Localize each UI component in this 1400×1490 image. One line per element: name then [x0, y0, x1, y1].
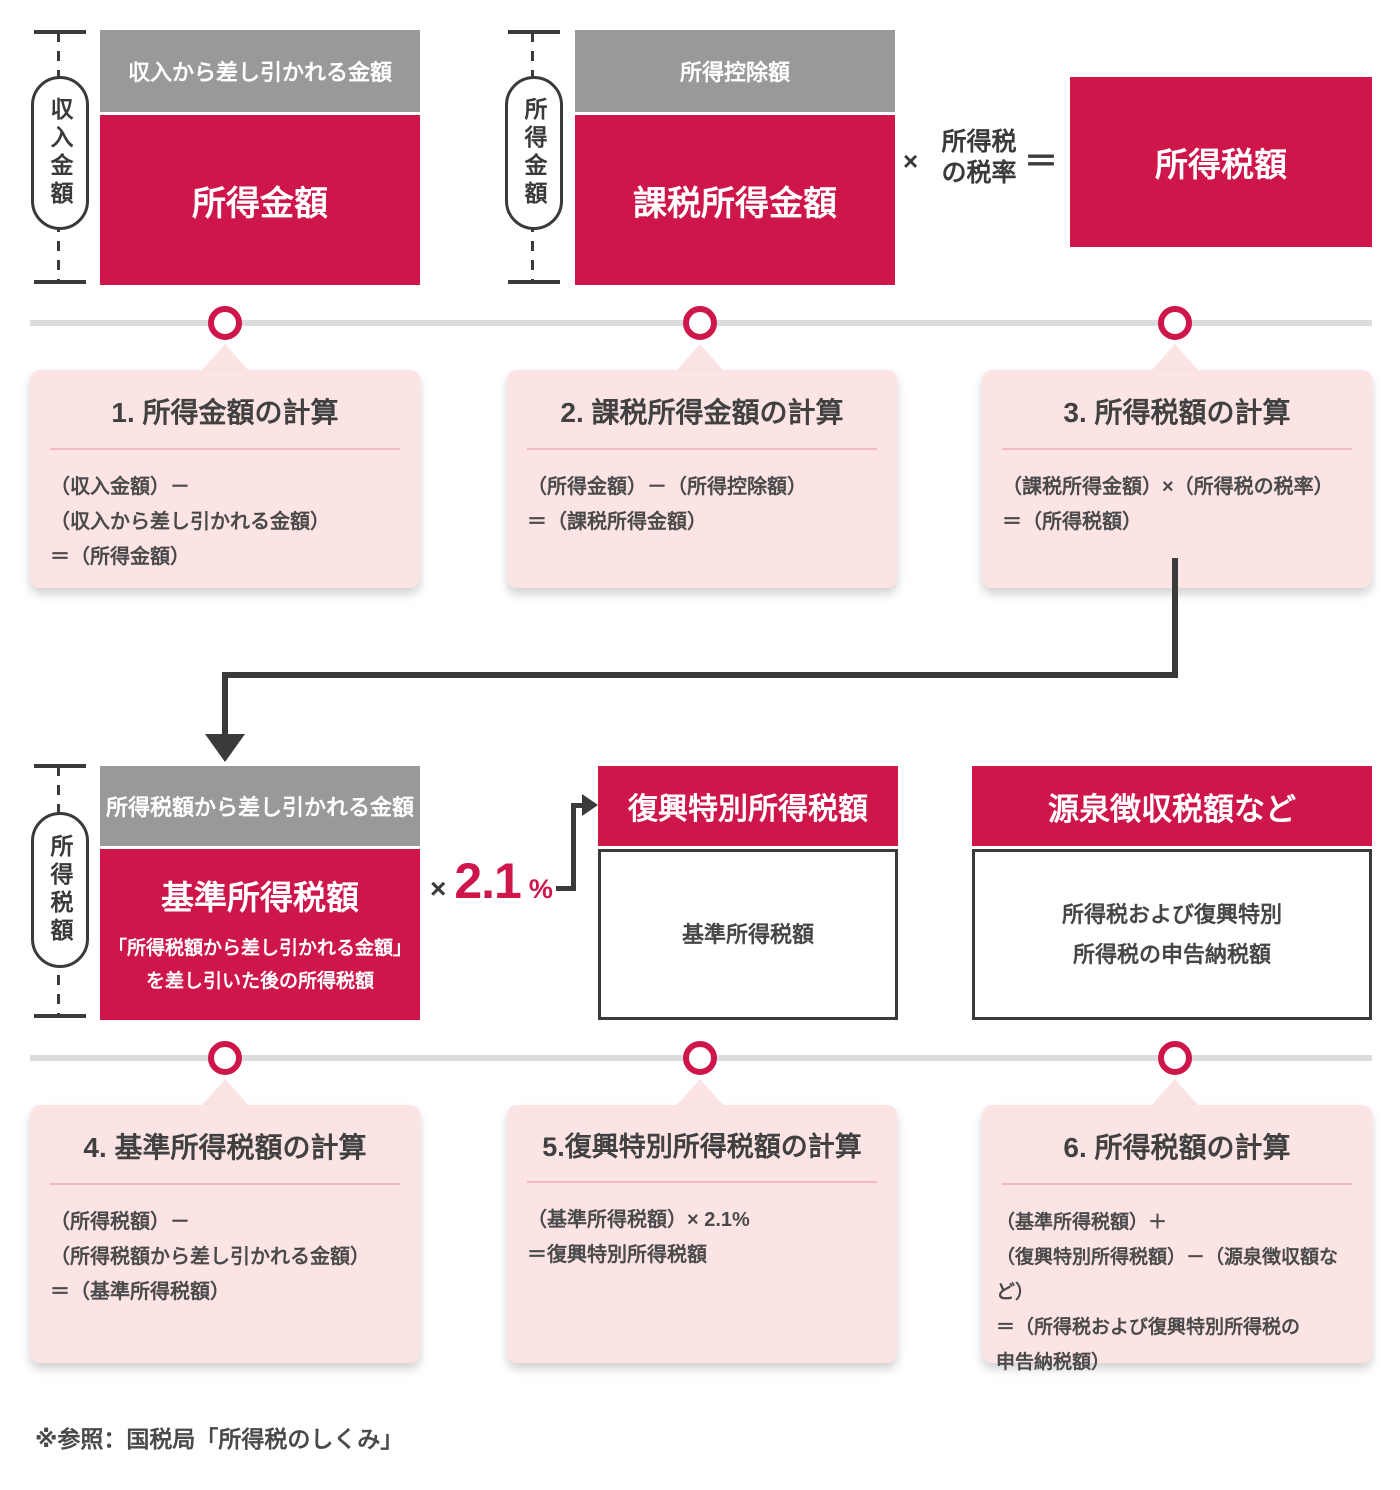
timeline-node-5 [683, 1041, 717, 1075]
bracket-tick [34, 30, 86, 34]
base-income-tax-note: 「所得税額から差し引かれる金額」 [107, 938, 412, 960]
step-3-formula: （課税所得金額）×（所得税の税率） ＝（所得税額） [982, 470, 1372, 540]
right-arrow-icon [582, 794, 598, 816]
step-6-formula: （基準所得税額）＋ （復興特別所得税額）－（源泉徴収額など） ＝（所得税および復… [982, 1205, 1372, 1380]
formula-line: （所得金額）－（所得控除額） [527, 475, 807, 498]
timeline-node-1 [208, 306, 242, 340]
connector-arrow-segment [571, 803, 576, 891]
formula-line: （復興特別所得税額）－（源泉徴収額など） [996, 1246, 1339, 1303]
timeline-node-6 [1158, 1041, 1192, 1075]
deduction-from-tax-header: 所得税額から差し引かれる金額 [100, 766, 420, 846]
card-pointer [677, 1079, 723, 1105]
connector-arrow-segment [222, 672, 228, 736]
tax-rate-line1: 所得税 [941, 128, 1017, 156]
base-income-tax-note: を差し引いた後の所得税額 [145, 970, 374, 992]
income-tax-bracket-pill: 所得税額 [31, 812, 89, 968]
step-2-formula: （所得金額）－（所得控除額） ＝（課税所得金額） [507, 470, 897, 540]
card-pointer [202, 1079, 248, 1105]
step-6-title: 6. 所得税額の計算 [1063, 1132, 1291, 1163]
bracket-label: 所得税額 [47, 834, 73, 946]
card-divider [1002, 1182, 1352, 1185]
bracket-tick [508, 280, 560, 284]
bracket-tick [508, 30, 560, 34]
tax-rate-line2: の税率 [941, 158, 1017, 187]
step-5-formula: （基準所得税額）× 2.1% ＝復興特別所得税額 [507, 1203, 897, 1273]
step-5-title: 5.復興特別所得税額の計算 [542, 1132, 862, 1162]
card-pointer [677, 344, 723, 370]
base-income-tax-title: 基準所得税額 [161, 879, 359, 917]
source-footnote: ※参照：国税局「所得税のしくみ」 [35, 1426, 404, 1452]
withholding-tax-body: 所得税および復興特別 所得税の申告納税額 [972, 849, 1372, 1020]
connector-arrow-segment [556, 886, 576, 891]
special-reconstruction-tax-body: 基準所得税額 [598, 849, 898, 1020]
formula-line: （収入金額）－ [50, 475, 190, 498]
formula-line: （収入から差し引かれる金額） [50, 510, 330, 533]
income-bracket-pill: 所得金額 [505, 76, 563, 230]
formula-line: ＝（課税所得金額） [527, 510, 707, 533]
formula-line: 申告納税額） [996, 1351, 1111, 1373]
formula-line: ＝（基準所得税額） [50, 1280, 230, 1303]
deduction-from-income-header: 収入から差し引かれる金額 [100, 30, 420, 112]
step-1-card: 1. 所得金額の計算 （収入金額）－ （収入から差し引かれる金額） ＝（所得金額… [30, 370, 420, 588]
card-divider [527, 447, 877, 450]
formula-line: ＝（所得税額） [1002, 510, 1142, 533]
withholding-line: 所得税の申告納税額 [1072, 941, 1271, 967]
card-pointer [1152, 1079, 1198, 1105]
step-6-card: 6. 所得税額の計算 （基準所得税額）＋ （復興特別所得税額）－（源泉徴収額など… [982, 1105, 1372, 1373]
card-pointer [1152, 344, 1198, 370]
formula-line: （基準所得税額）× 2.1% [527, 1209, 750, 1232]
base-income-tax-box: 基準所得税額 「所得税額から差し引かれる金額」 を差し引いた後の所得税額 [100, 849, 420, 1020]
step-4-card: 4. 基準所得税額の計算 （所得税額）－ （所得税額から差し引かれる金額） ＝（… [30, 1105, 420, 1363]
connector-arrow-segment [571, 803, 585, 808]
down-arrow-icon [205, 734, 245, 762]
formula-line: ＝復興特別所得税額 [527, 1244, 707, 1267]
income-tax-amount-box: 所得税額 [1070, 77, 1372, 247]
card-divider [1002, 447, 1352, 450]
step-4-title: 4. 基準所得税額の計算 [83, 1132, 367, 1163]
step-1-formula: （収入金額）－ （収入から差し引かれる金額） ＝（所得金額） [30, 470, 420, 575]
rate-value: 2.1 [454, 853, 522, 909]
formula-line: （所得税額から差し引かれる金額） [50, 1245, 370, 1268]
withholding-tax-text: 所得税および復興特別 所得税の申告納税額 [1062, 895, 1282, 974]
bracket-tick [34, 280, 86, 284]
multiply-sign: × [430, 873, 447, 904]
formula-line: ＝（所得税および復興特別所得税の [996, 1316, 1301, 1338]
multiply-rate-group: × 2.1 % [430, 852, 553, 910]
taxable-income-box: 課税所得金額 [575, 115, 895, 285]
multiply-sign: × [903, 146, 919, 176]
formula-line: （課税所得金額）×（所得税の税率） [1002, 475, 1334, 498]
bracket-label: 収入金額 [47, 97, 73, 209]
income-amount-bracket-pill: 収入金額 [31, 76, 89, 230]
bracket-tick [34, 764, 86, 768]
timeline-node-4 [208, 1041, 242, 1075]
income-amount-box: 所得金額 [100, 115, 420, 285]
withholding-line: 所得税および復興特別 [1061, 901, 1282, 927]
card-divider [527, 1181, 877, 1184]
connector-arrow-segment [1172, 558, 1178, 678]
withholding-tax-header: 源泉徴収税額など [972, 766, 1372, 846]
bracket-label: 所得金額 [521, 97, 547, 209]
formula-line: （所得税額）－ [50, 1210, 190, 1233]
tax-rate-label: 所得税 の税率 [934, 127, 1024, 188]
step-3-card: 3. 所得税額の計算 （課税所得金額）×（所得税の税率） ＝（所得税額） [982, 370, 1372, 588]
step-3-title: 3. 所得税額の計算 [1063, 397, 1291, 428]
income-deduction-header: 所得控除額 [575, 30, 895, 112]
card-divider [50, 447, 400, 450]
step-1-title: 1. 所得金額の計算 [111, 397, 339, 428]
card-pointer [202, 344, 248, 370]
timeline-node-3 [1158, 306, 1192, 340]
special-reconstruction-tax-header: 復興特別所得税額 [598, 766, 898, 846]
step-4-formula: （所得税額）－ （所得税額から差し引かれる金額） ＝（基準所得税額） [30, 1205, 420, 1310]
percent-sign: % [528, 874, 553, 904]
formula-line: （基準所得税額）＋ [996, 1211, 1168, 1233]
formula-line: ＝（所得金額） [50, 545, 190, 568]
step-2-title: 2. 課税所得金額の計算 [560, 397, 844, 428]
timeline-node-2 [683, 306, 717, 340]
bracket-tick [34, 1014, 86, 1018]
connector-arrow-segment [222, 672, 1178, 678]
card-divider [50, 1182, 400, 1185]
step-5-card: 5.復興特別所得税額の計算 （基準所得税額）× 2.1% ＝復興特別所得税額 [507, 1105, 897, 1363]
equals-sign: ＝ [1024, 143, 1058, 181]
step-2-card: 2. 課税所得金額の計算 （所得金額）－（所得控除額） ＝（課税所得金額） [507, 370, 897, 588]
